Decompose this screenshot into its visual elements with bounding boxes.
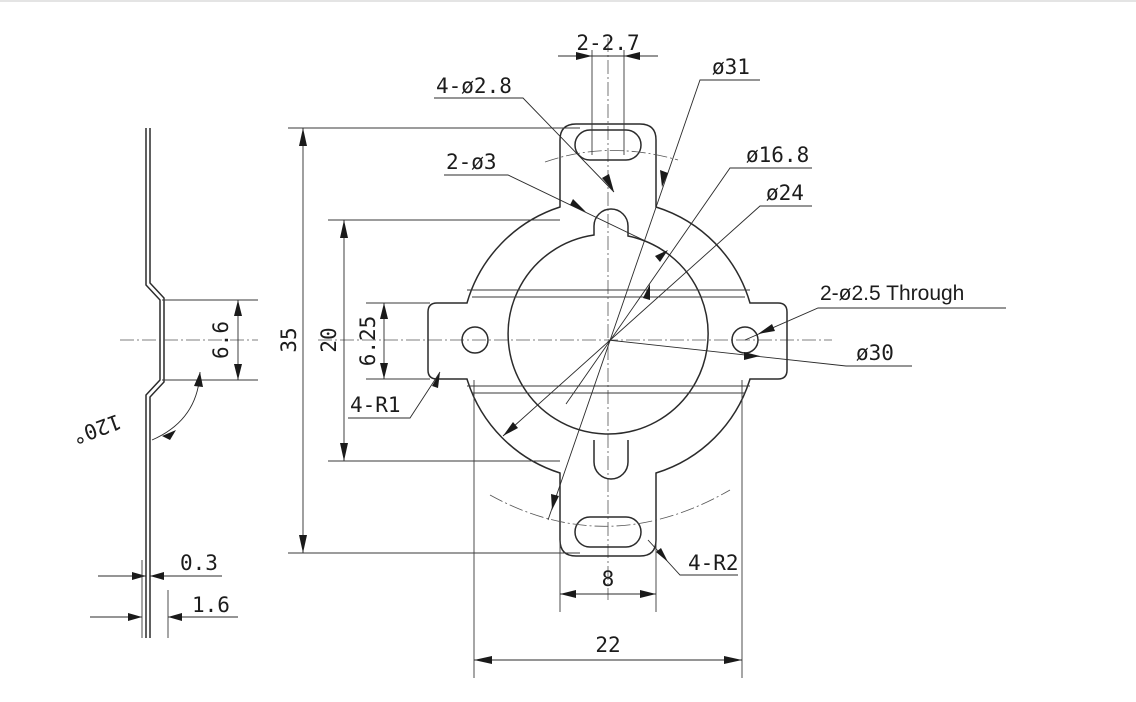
dim-label-20: 20 bbox=[317, 327, 341, 352]
leader-dia-16-8 bbox=[565, 167, 812, 405]
dim-label-0-3: 0.3 bbox=[180, 551, 218, 575]
arrow-dia-24-top bbox=[655, 250, 668, 262]
angle-arc bbox=[151, 371, 201, 441]
arrow-1-6-left bbox=[128, 613, 142, 621]
dim-label-dia-31: ø31 bbox=[712, 55, 750, 79]
dim-label-r1: 4-R1 bbox=[350, 393, 401, 417]
arrow-6-25-bottom bbox=[380, 363, 388, 379]
leader-dia-30 bbox=[607, 339, 912, 367]
arrow-8-left bbox=[560, 590, 576, 598]
leader-dia-31 bbox=[547, 79, 760, 521]
arrow-through bbox=[758, 324, 775, 334]
arrow-35-top bbox=[299, 128, 307, 146]
front-view: 35 20 6.25 2-2.7 4-ø2.8 2-ø3 ø bbox=[277, 31, 1006, 678]
top-phantom-arc bbox=[544, 150, 679, 163]
bottom-phantom-arc bbox=[489, 489, 731, 527]
dim-label-r2: 4-R2 bbox=[688, 551, 739, 575]
leader-dia-24 bbox=[502, 205, 812, 437]
arrow-1-6-right bbox=[168, 613, 182, 621]
arrow-0-3-left bbox=[132, 572, 146, 580]
leader-4-dia-2-8 bbox=[434, 97, 615, 193]
left-through-hole bbox=[461, 326, 489, 354]
dim-label-6-25: 6.25 bbox=[356, 316, 380, 367]
arrow-dia-24-bottom bbox=[503, 422, 518, 436]
leader-2-dia-3 bbox=[444, 174, 661, 249]
arrow-22-right bbox=[724, 656, 742, 664]
dim-label-angle: 120° bbox=[68, 409, 124, 449]
angle-arrow-top bbox=[194, 372, 203, 387]
arrow-35-bottom bbox=[299, 535, 307, 553]
arrow-r2 bbox=[656, 548, 668, 562]
bottom-notch bbox=[593, 440, 629, 480]
arrow-6-6-top bbox=[234, 300, 242, 316]
dim-label-dia-16-8: ø16.8 bbox=[746, 143, 809, 167]
arrow-2-7-left bbox=[576, 52, 592, 60]
arrow-dia-31-top bbox=[660, 170, 668, 187]
bottom-slot bbox=[574, 516, 642, 548]
arrow-22-left bbox=[474, 656, 492, 664]
arrow-2-dia-3 bbox=[570, 199, 586, 212]
dim-label-6-6: 6.6 bbox=[209, 321, 233, 359]
arrow-0-3-right bbox=[150, 572, 164, 580]
dim-label-dia-24: ø24 bbox=[766, 181, 804, 205]
arrow-6-25-top bbox=[380, 303, 388, 319]
dim-label-1-6: 1.6 bbox=[192, 593, 230, 617]
dim-label-2-dia-3: 2-ø3 bbox=[446, 150, 497, 174]
arrow-dia-30 bbox=[744, 352, 760, 360]
arrow-8-right bbox=[640, 590, 656, 598]
arrow-r1 bbox=[432, 372, 440, 388]
arrow-dia-31-bottom bbox=[551, 494, 559, 510]
side-view: 6.6 120° 0.3 1.6 bbox=[68, 128, 258, 638]
arrow-2-7-right bbox=[624, 52, 640, 60]
arrow-6-6-bottom bbox=[234, 364, 242, 380]
angle-arrow-bottom bbox=[162, 430, 176, 440]
arrow-4-dia-2-8 bbox=[602, 174, 614, 192]
dim-label-8: 8 bbox=[602, 567, 615, 591]
dim-label-2-2-7: 2-2.7 bbox=[576, 31, 639, 55]
dim-label-35: 35 bbox=[277, 327, 301, 352]
arrow-20-bottom bbox=[340, 443, 348, 461]
dim-label-through: 2-ø2.5 Through bbox=[820, 282, 964, 305]
top-border bbox=[0, 0, 1136, 2]
leader-r1 bbox=[348, 371, 441, 419]
arrow-dia-16-8 bbox=[643, 284, 650, 300]
outer-body-outline bbox=[427, 123, 788, 557]
arrow-20-top bbox=[340, 220, 348, 238]
top-slot bbox=[574, 129, 642, 161]
leader-through bbox=[744, 307, 1006, 341]
side-profile-outer bbox=[145, 128, 161, 638]
inner-opening bbox=[507, 208, 709, 435]
dim-label-dia-30: ø30 bbox=[856, 341, 894, 365]
dim-label-4-dia-2-8: 4-ø2.8 bbox=[436, 74, 512, 98]
dim-label-22: 22 bbox=[595, 633, 620, 657]
